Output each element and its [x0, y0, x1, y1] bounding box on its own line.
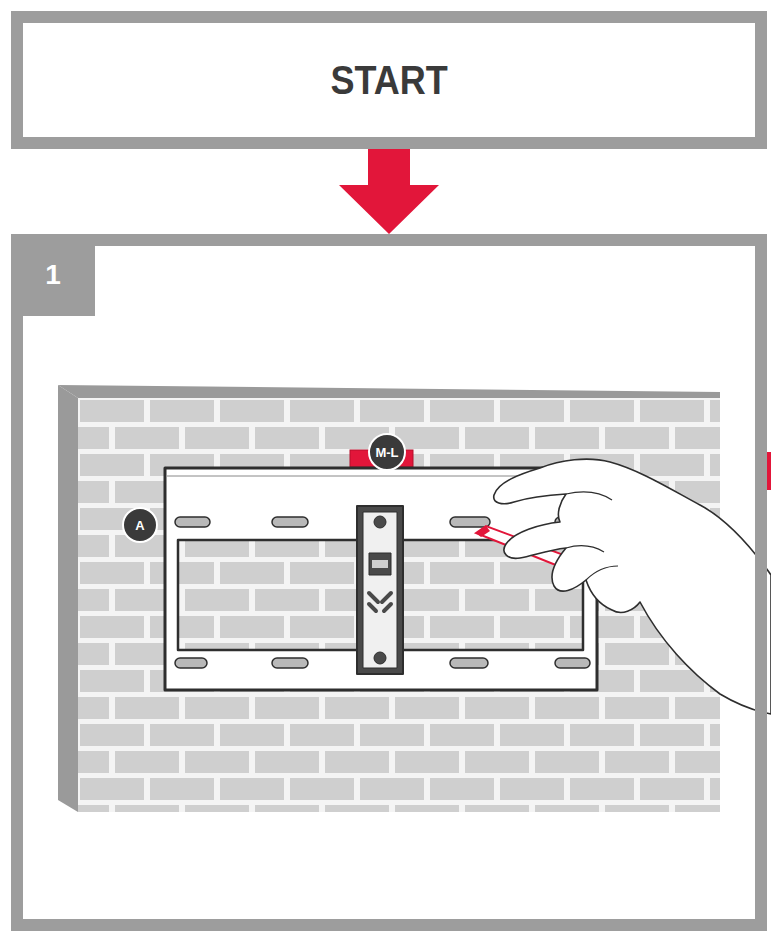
start-label: START	[330, 60, 447, 100]
start-box: START	[11, 11, 767, 149]
callout-disc	[369, 434, 405, 470]
pencil-tip	[476, 526, 490, 537]
wall-bracket	[165, 468, 597, 690]
part-callout: M-L	[375, 445, 398, 460]
hand	[494, 459, 771, 714]
step-panel: 1	[11, 234, 767, 931]
part-callout: A	[135, 518, 144, 533]
callout-disc	[123, 508, 157, 542]
flow-arrow	[339, 149, 439, 234]
step-number: 1	[11, 234, 95, 316]
